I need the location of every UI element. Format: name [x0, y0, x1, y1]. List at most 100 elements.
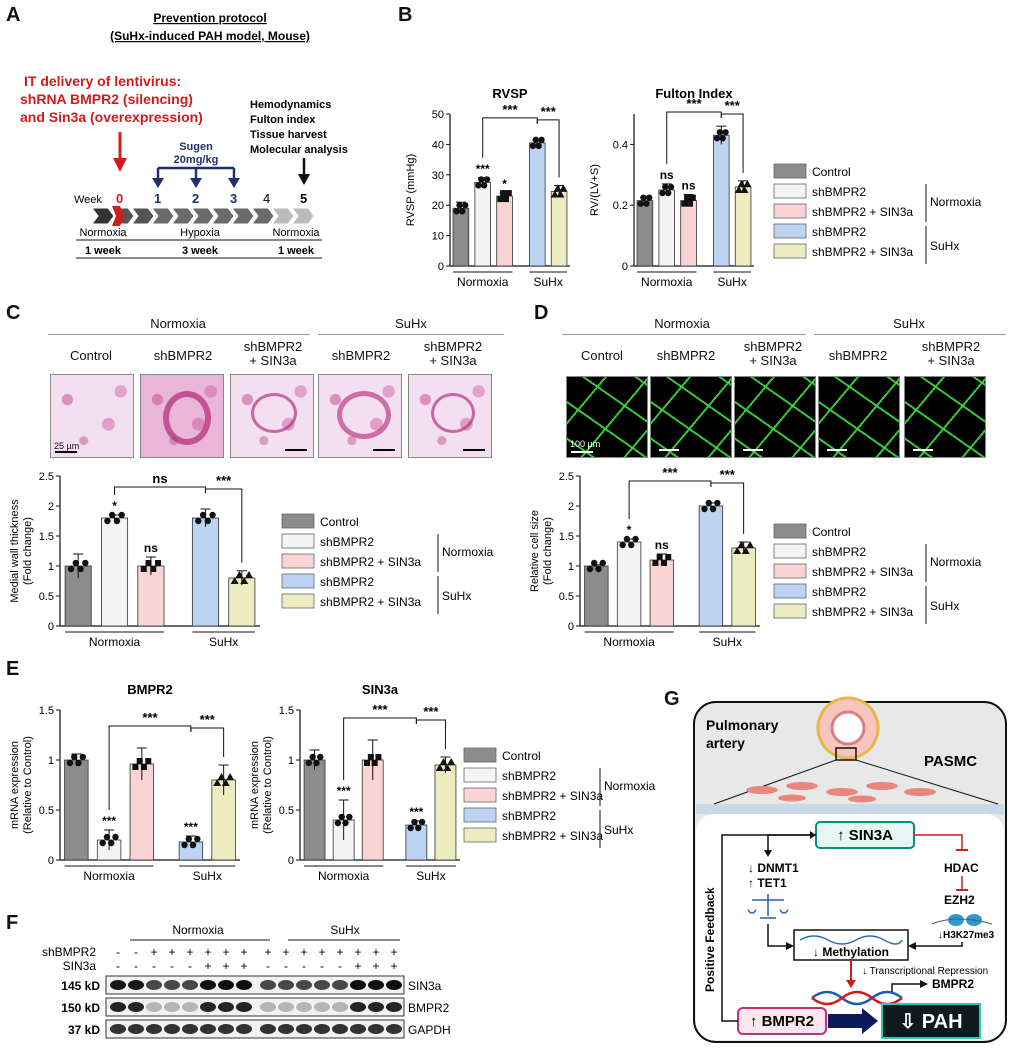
significance-label: ***: [102, 814, 116, 828]
c-col-3: shBMPR2 + SIN3a: [243, 339, 303, 368]
bar: [698, 505, 724, 627]
data-point: [643, 200, 650, 207]
data-point: [656, 554, 663, 560]
y-tick-label: 2.5: [39, 471, 54, 483]
bar: [713, 134, 730, 267]
legend-swatch: [281, 593, 315, 609]
blot-band: [200, 1002, 216, 1012]
data-point: [652, 560, 659, 566]
significance-label: ns: [682, 179, 696, 193]
panel-label-e: E: [6, 658, 20, 680]
blot-band: [146, 980, 162, 990]
artery-label-1: Pulmonary: [706, 717, 779, 733]
protocol-title: Prevention protocol: [153, 11, 266, 25]
sin3a-inhibit-hdac: [914, 834, 963, 850]
data-point: [619, 541, 626, 549]
legend-swatch: [463, 787, 497, 803]
sin3a-to-dnmt-head: [764, 850, 772, 857]
membrane: [696, 804, 1004, 814]
legend-group-label: Normoxia: [930, 195, 982, 209]
y-tick-label: 1: [288, 755, 294, 767]
blot-band: [218, 1002, 234, 1012]
data-point: [443, 764, 452, 771]
data-point: [103, 833, 111, 841]
y-tick-label: 0: [48, 855, 54, 867]
data-point: [338, 813, 345, 821]
data-point: [599, 559, 606, 567]
data-point: [637, 200, 644, 207]
blot-band: [128, 1002, 144, 1012]
comparison-label: ns: [152, 471, 167, 486]
data-point: [483, 176, 491, 183]
y-tick-label: 0: [568, 621, 574, 633]
blot-band: [236, 1002, 252, 1012]
d-col-5: shBMPR2 + SIN3a: [921, 339, 981, 368]
data-point: [737, 179, 746, 187]
week-1: 1: [154, 191, 161, 206]
comparison-label: ***: [200, 712, 216, 727]
blot-sin-sign: -: [116, 959, 120, 973]
data-point: [553, 184, 562, 192]
comparison-bracket: [536, 119, 560, 178]
comparison-bracket: [190, 727, 225, 757]
timeline-chevron: [131, 207, 155, 225]
blot-strip: [105, 1019, 405, 1039]
blot-band: [332, 1024, 348, 1034]
data-point: [628, 541, 635, 549]
blot-sin-sign: -: [152, 959, 156, 973]
y-tick-label: 1: [48, 755, 54, 767]
blot-band: [386, 980, 402, 990]
y-tick-label: 2.5: [559, 471, 574, 483]
data-point: [118, 511, 125, 519]
balance-icon: [747, 894, 789, 919]
significance-label: ***: [476, 162, 490, 176]
data-point: [705, 499, 712, 507]
timeline-chevron: [191, 207, 215, 225]
zoom-box: [835, 747, 857, 761]
data-point: [667, 183, 675, 191]
timeline-chevron: [91, 207, 115, 225]
legend-swatch: [281, 513, 315, 529]
blot-sin-sign: +: [222, 959, 229, 973]
data-point: [418, 818, 426, 826]
blot-group-suhx: SuHx: [330, 923, 359, 937]
dnmt-to-methyl: [767, 924, 788, 947]
sin3a-label: ↑ SIN3A: [837, 827, 893, 844]
chart-title: RVSP: [492, 86, 527, 101]
data-point: [66, 759, 74, 767]
if-image-suhx-shbmpr2: [818, 376, 900, 458]
bar: [64, 759, 89, 861]
group-label: Normoxia: [89, 635, 141, 649]
blot-sin-sign: +: [204, 959, 211, 973]
legend-label: shBMPR2: [812, 225, 866, 239]
y-axis-label: Relative cell size(Fold change): [529, 510, 554, 592]
zoom-line-left: [713, 759, 837, 805]
duration-3: 1 week: [278, 245, 315, 257]
data-point: [132, 764, 139, 770]
data-point: [746, 541, 755, 548]
comparison-label: ***: [142, 710, 158, 725]
legend-label: shBMPR2: [502, 769, 556, 783]
group-label: SuHx: [534, 275, 563, 289]
it-line-1: IT delivery of lentivirus:: [24, 73, 181, 89]
bmpr2-to-pah-arrow: [828, 1008, 878, 1034]
blot-sin-sign: -: [266, 959, 270, 973]
legend-label: shBMPR2: [812, 545, 866, 559]
group-label: SuHx: [209, 635, 238, 649]
legend-swatch: [773, 183, 807, 199]
blot-band: [200, 980, 216, 990]
data-point: [213, 779, 222, 786]
blot-sin-sign: -: [320, 959, 324, 973]
blot-sin-sign: +: [390, 959, 397, 973]
blot-band: [164, 980, 180, 990]
blot-band: [296, 1024, 312, 1034]
significance-label: ***: [409, 805, 423, 819]
blot-sh-sign: +: [390, 945, 397, 959]
bar: [649, 559, 674, 627]
blot-sh-sign: +: [354, 945, 361, 959]
ezh2-to-methyl: [914, 942, 963, 947]
blot-sh-sign: +: [264, 945, 271, 959]
y-tick-label: 0: [622, 261, 628, 273]
week-2: 2: [192, 191, 199, 206]
